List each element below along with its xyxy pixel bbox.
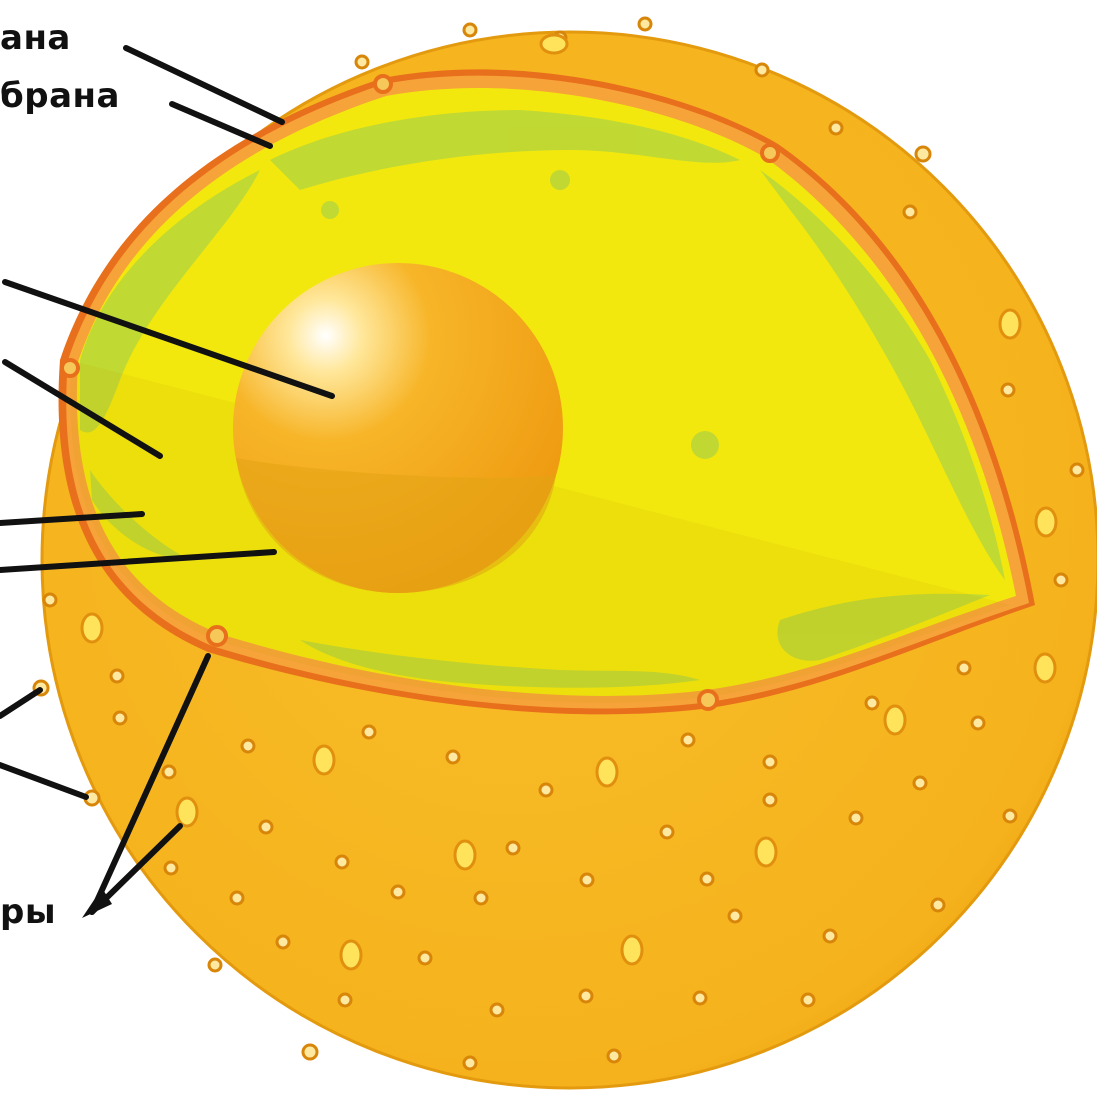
leader-line-granule-b: [0, 765, 86, 797]
label-top-2: брана: [0, 76, 120, 116]
label-top-1: ана: [0, 18, 71, 58]
leader-line-cell-membrane: [126, 48, 282, 122]
leader-line-granule-a: [0, 690, 40, 716]
arrowhead-pores: [82, 888, 112, 918]
label-pores: ры: [0, 892, 56, 932]
